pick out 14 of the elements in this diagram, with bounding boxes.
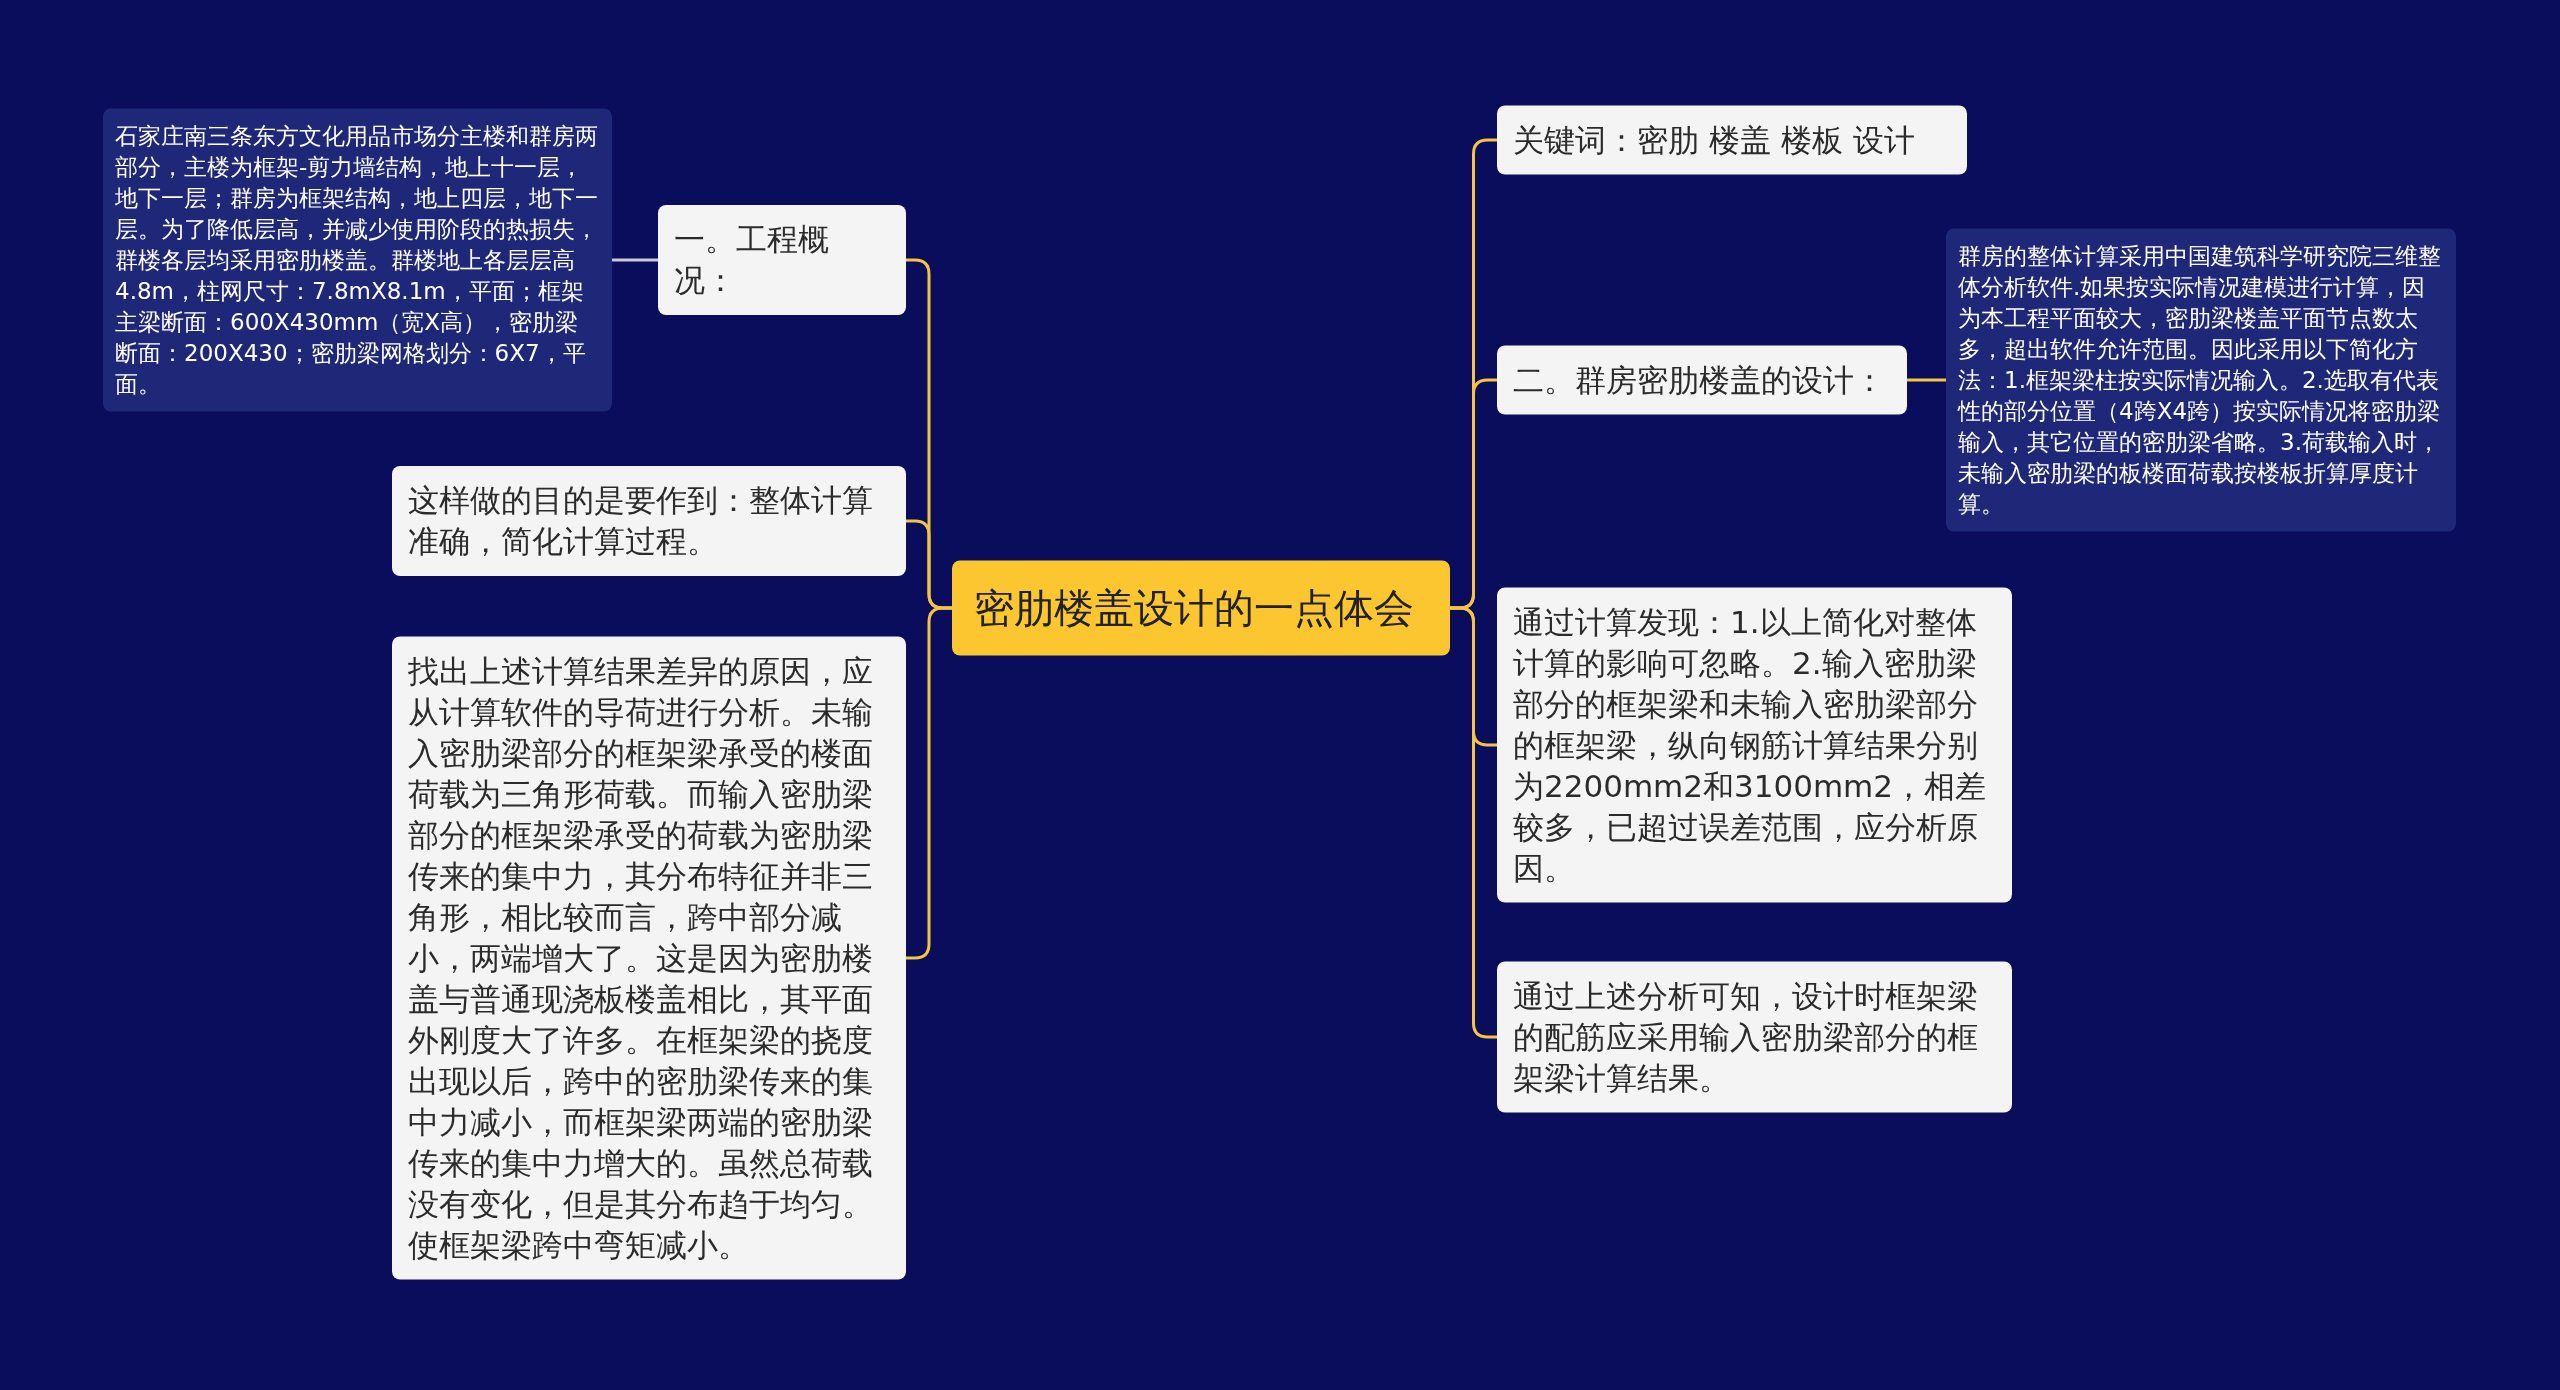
topic-box: 通过上述分析可知，设计时框架梁的配筋应采用输入密肋梁部分的框架梁计算结果。 bbox=[1497, 961, 2012, 1113]
connector-line bbox=[906, 606, 952, 960]
topic-box: 关键词：密肋 楼盖 楼板 设计 bbox=[1497, 105, 1967, 175]
central-topic: 密肋楼盖设计的一点体会 bbox=[952, 560, 1450, 656]
topic-box: 找出上述计算结果差异的原因，应从计算软件的导荷进行分析。未输入密肋梁部分的框架梁承受的楼面荷载为三角形荷载。而输入密肋梁部分的框架梁承受的荷载为密肋梁传来的集中力，其分布特征并非三角形，相比较而言，跨中部分减小，两端增大了。这是因为密肋楼盖与普通现浇板楼盖相比，其平面外刚度大了许多。在框架梁的挠度出现以后，跨中的密肋梁传来的集中力减小，而框架梁两端的密肋梁传来的集中力增大的。虽然总荷载没有变化，但是其分布趋于均匀。使框架梁跨中弯矩减小。 bbox=[392, 636, 906, 1280]
topic-box: 二。群房密肋楼盖的设计： bbox=[1497, 345, 1907, 415]
detail-box: 群房的整体计算采用中国建筑科学研究院三维整体分析软件.如果按实际情况建模进行计算，因为本工程平面较大，密肋梁楼盖平面节点数太多，超出软件允许范围。因此采用以下简化方法：1.框架梁柱按实际情况输入。2.选取有代表性的部分位置（4跨X4跨）按实际情况将密肋梁输入，其它位置的密肋梁省略。3.荷载输入时，未输入密肋梁的板楼面荷载按楼板折算厚度计算。 bbox=[1946, 228, 2456, 532]
topic-box: 通过计算发现：1.以上简化对整体计算的影响可忽略。2.输入密肋梁部分的框架梁和未输入密肋梁部分的框架梁，纵向钢筋计算结果分别为2200mm2和3100mm2，相差较多，已超过误差范围，应分析原因。 bbox=[1497, 587, 2012, 903]
topic-box: 这样做的目的是要作到：整体计算准确，简化计算过程。 bbox=[392, 466, 906, 576]
connector-line bbox=[612, 258, 658, 262]
connector-line bbox=[1907, 378, 1946, 382]
topic-box: 一。工程概况： bbox=[658, 205, 906, 315]
connector-line bbox=[1450, 606, 1497, 1039]
detail-box: 石家庄南三条东方文化用品市场分主楼和群房两部分，主楼为框架-剪力墙结构，地上十一层，地下一层；群房为框架结构，地上四层，地下一层。为了降低层高，并减少使用阶段的热损失，群楼各层均采用密肋楼盖。群楼地上各层层高4.8m，柱网尺寸：7.8mX8.1m，平面；框架主梁断面：600X430mm（宽X高），密肋梁断面：200X430；密肋梁网格划分：6X7，平面。 bbox=[103, 108, 612, 412]
